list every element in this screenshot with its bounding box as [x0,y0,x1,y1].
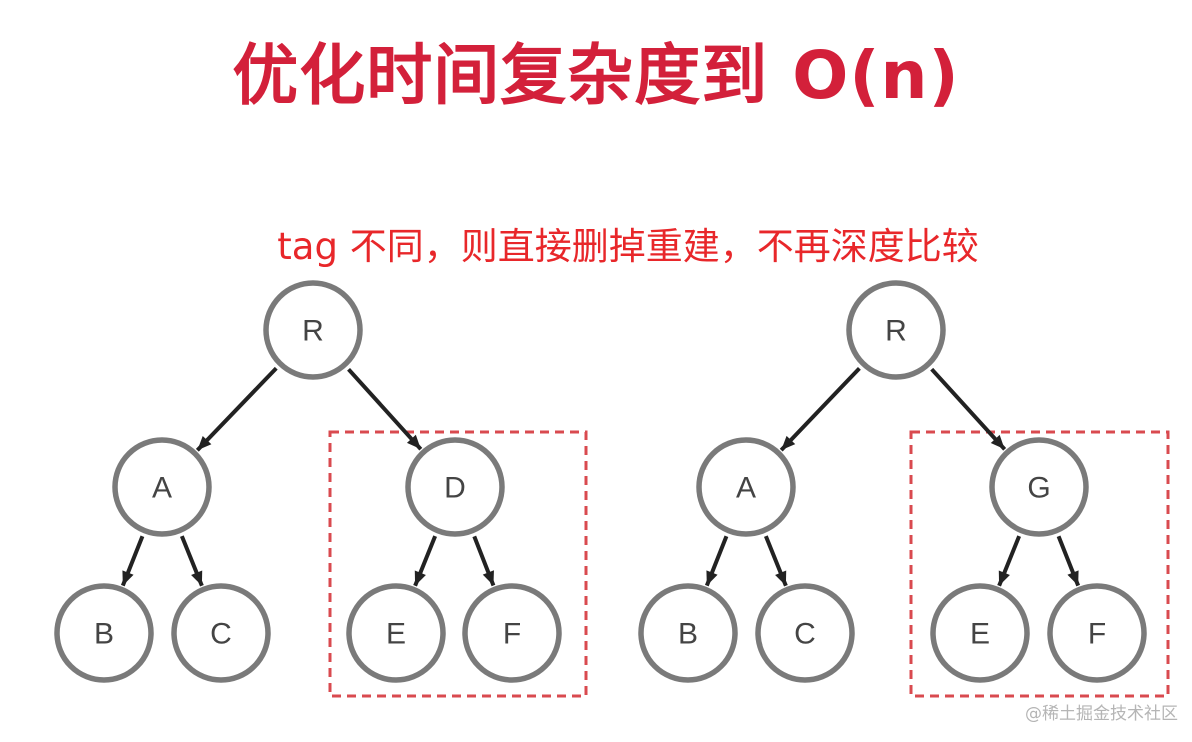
page-title: 优化时间复杂度到 O(n) [232,37,960,114]
arrowhead-R-A [781,435,796,451]
node-circle [930,583,1030,683]
node-E: E [930,583,1030,683]
node-B: B [54,583,154,683]
node-B: B [638,583,738,683]
node-circle [346,583,446,683]
left-tree: R A D B C E F [54,280,588,698]
node-label: C [794,618,816,651]
arrowhead-A-B [122,570,134,586]
arrowhead-R-D [406,434,421,450]
node-F: F [462,583,562,683]
node-label: E [386,618,406,651]
node-circle [696,437,796,537]
arrowhead-G-E [998,570,1010,586]
node-label: E [970,618,990,651]
node-circle [846,280,946,380]
edge-R-D [347,367,423,451]
node-A: A [696,437,796,537]
arrowhead-R-G [990,434,1005,450]
diagram-caption: tag 不同，则直接删掉重建，不再深度比较 [277,225,979,268]
node-label: G [1027,472,1050,505]
node-A: A [112,437,212,537]
arrowhead-D-F [482,570,494,586]
node-circle [112,437,212,537]
edge-R-A [779,366,861,452]
node-C: C [171,583,271,683]
node-G: G [989,437,1089,537]
node-label: C [210,618,232,651]
node-label: B [678,618,698,651]
node-circle [1047,583,1147,683]
node-label: A [152,472,172,505]
node-F: F [1047,583,1147,683]
right-tree: R A G B C E F [638,280,1170,698]
highlight-box-G [909,430,1170,698]
node-circle [54,583,154,683]
node-C: C [755,583,855,683]
node-circle [405,437,505,537]
arrowhead-A-B [706,570,718,586]
node-label: A [736,472,756,505]
node-E: E [346,583,446,683]
node-label: B [94,618,114,651]
node-circle [171,583,271,683]
node-label: R [885,315,907,348]
node-label: D [444,472,466,505]
arrowhead-D-E [414,570,426,586]
node-circle [989,437,1089,537]
edge-R-G [930,367,1007,451]
node-circle [263,280,363,380]
edge-R-A [195,366,278,452]
node-label: F [503,618,521,651]
watermark: @稀土掘金技术社区 [1025,704,1178,724]
arrowhead-G-F [1067,570,1079,586]
node-R: R [263,280,363,380]
node-label: R [302,315,324,348]
arrowhead-A-C [775,570,787,586]
node-circle [462,583,562,683]
arrowhead-A-C [191,570,203,586]
node-R: R [846,280,946,380]
node-circle [638,583,738,683]
node-D: D [405,437,505,537]
node-circle [755,583,855,683]
arrowhead-R-A [197,435,212,451]
node-label: F [1088,618,1106,651]
highlight-box-D [328,430,588,698]
